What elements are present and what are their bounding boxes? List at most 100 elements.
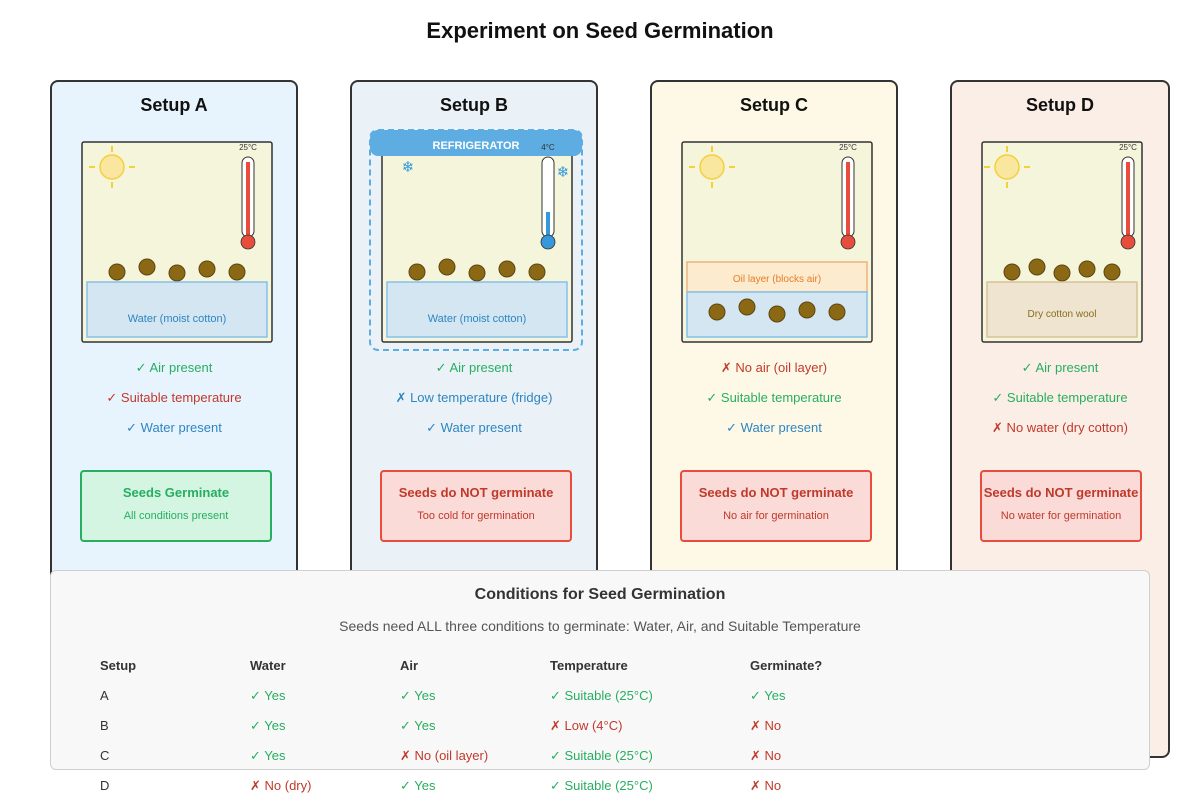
seed — [108, 263, 126, 281]
condition-water: ✓ Water present — [426, 420, 522, 435]
table-cell: ✓ Yes — [250, 718, 286, 733]
seed — [738, 298, 756, 316]
seed — [1003, 263, 1021, 281]
condition-water: ✗ No water (dry cotton) — [992, 420, 1128, 435]
sun-icon — [89, 146, 135, 188]
seed — [468, 264, 486, 282]
result-subtitle: No water for germination — [1000, 510, 1122, 522]
table-cell: ✓ Yes — [250, 748, 286, 763]
table-cell: ✗ No — [750, 748, 782, 763]
seed — [528, 263, 546, 281]
temperature-label: 4°C — [541, 143, 555, 152]
seed — [798, 301, 816, 319]
condition-temperature: ✓ Suitable temperature — [706, 390, 842, 405]
temperature-label: 25°C — [239, 143, 257, 152]
medium-label: Water (moist cotton) — [428, 313, 527, 325]
table-header-germinate: Germinate? — [750, 658, 823, 673]
seed — [828, 303, 846, 321]
setup-a-diagram: 25°C Water (moist cotton) — [81, 141, 273, 343]
condition-air: ✓ Air present — [1021, 360, 1099, 375]
seed — [198, 260, 216, 278]
table-header-setup: Setup — [100, 658, 137, 673]
refrigerator-outline — [369, 129, 583, 351]
table-cell: ✓ Yes — [750, 688, 786, 703]
dry-cotton-layer — [986, 281, 1138, 338]
setup-b-diagram: REFRIGERATOR ❄ ❄ 4°C Water (moist cotton… — [369, 129, 583, 351]
result-box: Seeds do NOT germinate Too cold for germ… — [380, 470, 572, 542]
table-cell: ✓ Yes — [250, 688, 286, 703]
table-header-air: Air — [400, 658, 419, 673]
result-title: Seeds do NOT germinate — [698, 485, 854, 500]
seeds — [708, 298, 846, 323]
seed — [708, 303, 726, 321]
setup-b-title: Setup B — [439, 95, 508, 115]
condition-water: ✓ Water present — [726, 420, 822, 435]
setup-c-title: Setup C — [739, 95, 808, 115]
table-cell: B — [100, 718, 109, 733]
table-header-temperature: Temperature — [550, 658, 628, 673]
table-cell: ✗ Low (4°C) — [550, 718, 623, 733]
page-title: Experiment on Seed Germination — [426, 18, 774, 43]
medium-label: Water (moist cotton) — [128, 313, 227, 325]
result-title: Seeds do NOT germinate — [983, 485, 1139, 500]
table-cell: ✓ Suitable (25°C) — [550, 688, 653, 703]
thermometer-icon — [540, 156, 556, 250]
temperature-label: 25°C — [1119, 143, 1137, 152]
table-cell: D — [100, 778, 110, 793]
result-title: Seeds do NOT germinate — [398, 485, 554, 500]
thermometer-icon — [840, 156, 856, 250]
table-cell: A — [100, 688, 109, 703]
snowflake-icon: ❄ — [557, 164, 570, 181]
refrigerator-header — [370, 130, 582, 156]
oil-label: Oil layer (blocks air) — [733, 274, 821, 285]
summary-panel: Conditions for Seed Germination Seeds ne… — [50, 570, 1150, 770]
setup-c-diagram: 25°C Oil layer (blocks air) — [681, 141, 873, 343]
summary-subtitle: Seeds need ALL three conditions to germi… — [339, 618, 861, 634]
table-cell: ✗ No — [750, 778, 782, 793]
seed — [768, 305, 786, 323]
condition-air: ✗ No air (oil layer) — [720, 360, 828, 375]
seed — [138, 258, 156, 276]
thermometer-icon — [240, 156, 256, 250]
seed — [1103, 263, 1121, 281]
summary-title: Conditions for Seed Germination — [474, 586, 726, 603]
oil-layer — [686, 261, 868, 293]
result-subtitle: Too cold for germination — [417, 510, 535, 522]
result-box: Seeds do NOT germinate No water for germ… — [980, 470, 1142, 542]
seed — [498, 260, 516, 278]
seed — [438, 258, 456, 276]
result-subtitle: No air for germination — [723, 510, 829, 522]
setup-d-diagram: 25°C Dry cotton wool — [981, 141, 1143, 343]
setup-d-title: Setup D — [1025, 95, 1094, 115]
seeds — [408, 258, 546, 282]
table-cell: ✗ No — [750, 718, 782, 733]
seed — [408, 263, 426, 281]
table-cell: ✓ Yes — [400, 778, 436, 793]
condition-temperature: ✗ Low temperature (fridge) — [395, 390, 553, 405]
thermometer-icon — [1120, 156, 1136, 250]
table-cell: ✓ Suitable (25°C) — [550, 778, 653, 793]
table-cell: ✗ No (oil layer) — [400, 748, 489, 763]
refrigerator-label: REFRIGERATOR — [433, 140, 520, 152]
condition-temperature: ✓ Suitable temperature — [992, 390, 1128, 405]
table-cell: ✗ No (dry) — [250, 778, 312, 793]
seed — [1053, 264, 1071, 282]
condition-water: ✓ Water present — [126, 420, 222, 435]
seed — [1028, 258, 1046, 276]
seed — [228, 263, 246, 281]
table-cell: C — [100, 748, 110, 763]
temperature-label: 25°C — [839, 143, 857, 152]
sun-icon — [984, 146, 1030, 188]
condition-air: ✓ Air present — [435, 360, 513, 375]
snowflake-icon: ❄ — [402, 159, 415, 176]
water-layer — [386, 281, 568, 338]
seeds — [108, 258, 246, 282]
condition-temperature: ✓ Suitable temperature — [106, 390, 242, 405]
result-title: Seeds Germinate — [122, 485, 230, 500]
result-box: Seeds do NOT germinate No air for germin… — [680, 470, 872, 542]
table-cell: ✓ Yes — [400, 718, 436, 733]
table-cell: ✓ Suitable (25°C) — [550, 748, 653, 763]
seed — [168, 264, 186, 282]
table-cell: ✓ Yes — [400, 688, 436, 703]
setup-a-title: Setup A — [140, 95, 208, 115]
